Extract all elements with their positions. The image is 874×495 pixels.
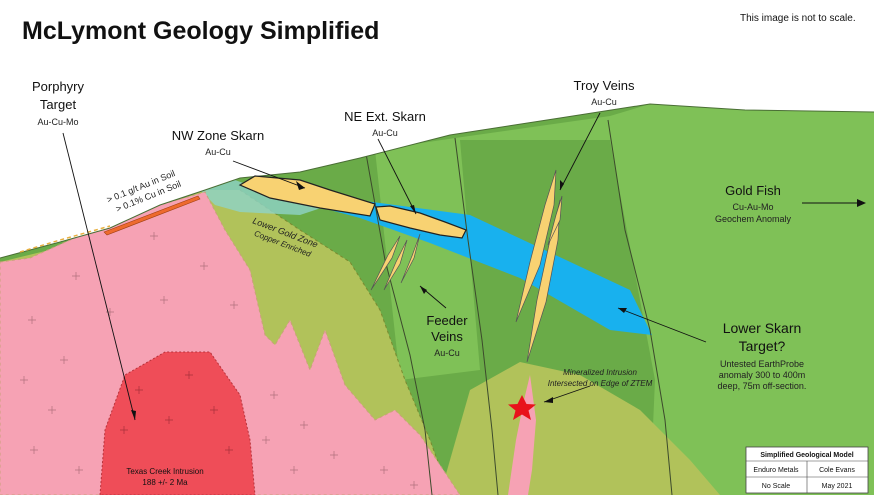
table-company: Enduro Metals — [753, 467, 799, 474]
ne-ext-skarn-body — [375, 205, 467, 239]
feeder-veins-sub-label: Au-Cu — [434, 348, 460, 358]
feeder-vein — [370, 235, 401, 291]
earthprobe-label-line2: anomaly 300 to 400m — [719, 370, 806, 380]
gold-fish-sub-label-1: Cu-Au-Mo — [732, 202, 773, 212]
nw-zone-sub-label: Au-Cu — [205, 147, 231, 157]
texas-creek-label-line1: Texas Creek Intrusion — [126, 467, 203, 476]
earthprobe-label-line3: deep, 75m off-section. — [718, 381, 807, 391]
feeder-veins-label-line2: Veins — [431, 329, 463, 344]
arrowheads — [131, 180, 866, 420]
fault-line — [364, 147, 433, 495]
troy-vein — [547, 195, 563, 246]
porphyry-label-line1: Porphyry — [32, 79, 85, 94]
troy-veins-label: Troy Veins — [574, 78, 635, 93]
fault-line — [454, 137, 499, 495]
scale-note: This image is not to scale. — [740, 13, 856, 24]
table-scale: No Scale — [762, 483, 791, 490]
ne-ext-sub-label: Au-Cu — [372, 128, 398, 138]
core-texture-crosses — [120, 371, 233, 454]
drill-intersection-star-icon — [508, 395, 536, 420]
gold-fish-label: Gold Fish — [725, 183, 781, 198]
feeder-vein — [400, 233, 421, 284]
cyan-alteration-halo — [200, 180, 330, 215]
gold-fish-sub-label-2: Geochem Anomaly — [715, 214, 792, 224]
earthprobe-label-line1: Untested EarthProbe — [720, 359, 804, 369]
mineralized-intrusion-label-line2: Intersected on Edge of ZTEM — [548, 379, 653, 388]
texas-creek-label-line2: 188 +/- 2 Ma — [142, 478, 188, 487]
troy-vein — [526, 199, 561, 363]
table-author: Cole Evans — [819, 467, 855, 474]
title-block-table: Simplified Geological Model Enduro Metal… — [745, 446, 869, 494]
nw-zone-skarn-body — [238, 175, 376, 217]
ne-ext-label: NE Ext. Skarn — [344, 109, 426, 124]
table-date: May 2021 — [822, 483, 853, 490]
porphyry-sub-label: Au-Cu-Mo — [37, 117, 78, 127]
nw-zone-label: NW Zone Skarn — [172, 128, 264, 143]
lower-olive-unit-right — [440, 362, 720, 495]
fault-block-light-green — [375, 104, 874, 495]
feeder-vein — [383, 239, 408, 291]
mineralized-intrusion-label-line1: Mineralized Intrusion — [563, 368, 637, 377]
feeder-veins-label-line1: Feeder — [426, 313, 468, 328]
page-title: McLymont Geology Simplified — [22, 17, 379, 45]
soil-anomaly-bar — [103, 195, 201, 236]
intrusion-texture-crosses — [20, 232, 418, 489]
troy-vein — [515, 169, 557, 323]
fault-line — [607, 119, 673, 495]
lower-skarn-label-line1: Lower Skarn — [723, 320, 802, 336]
porphyry-label-line2: Target — [40, 97, 77, 112]
lower-gold-zone-dashed-edge — [239, 189, 451, 495]
table-heading: Simplified Geological Model — [760, 452, 853, 459]
troy-veins-sub-label: Au-Cu — [591, 97, 617, 107]
lower-skarn-blue-band — [320, 195, 652, 335]
ground-surface — [0, 103, 874, 259]
lower-skarn-label-line2: Target? — [739, 338, 786, 354]
leader-lines — [62, 112, 862, 421]
